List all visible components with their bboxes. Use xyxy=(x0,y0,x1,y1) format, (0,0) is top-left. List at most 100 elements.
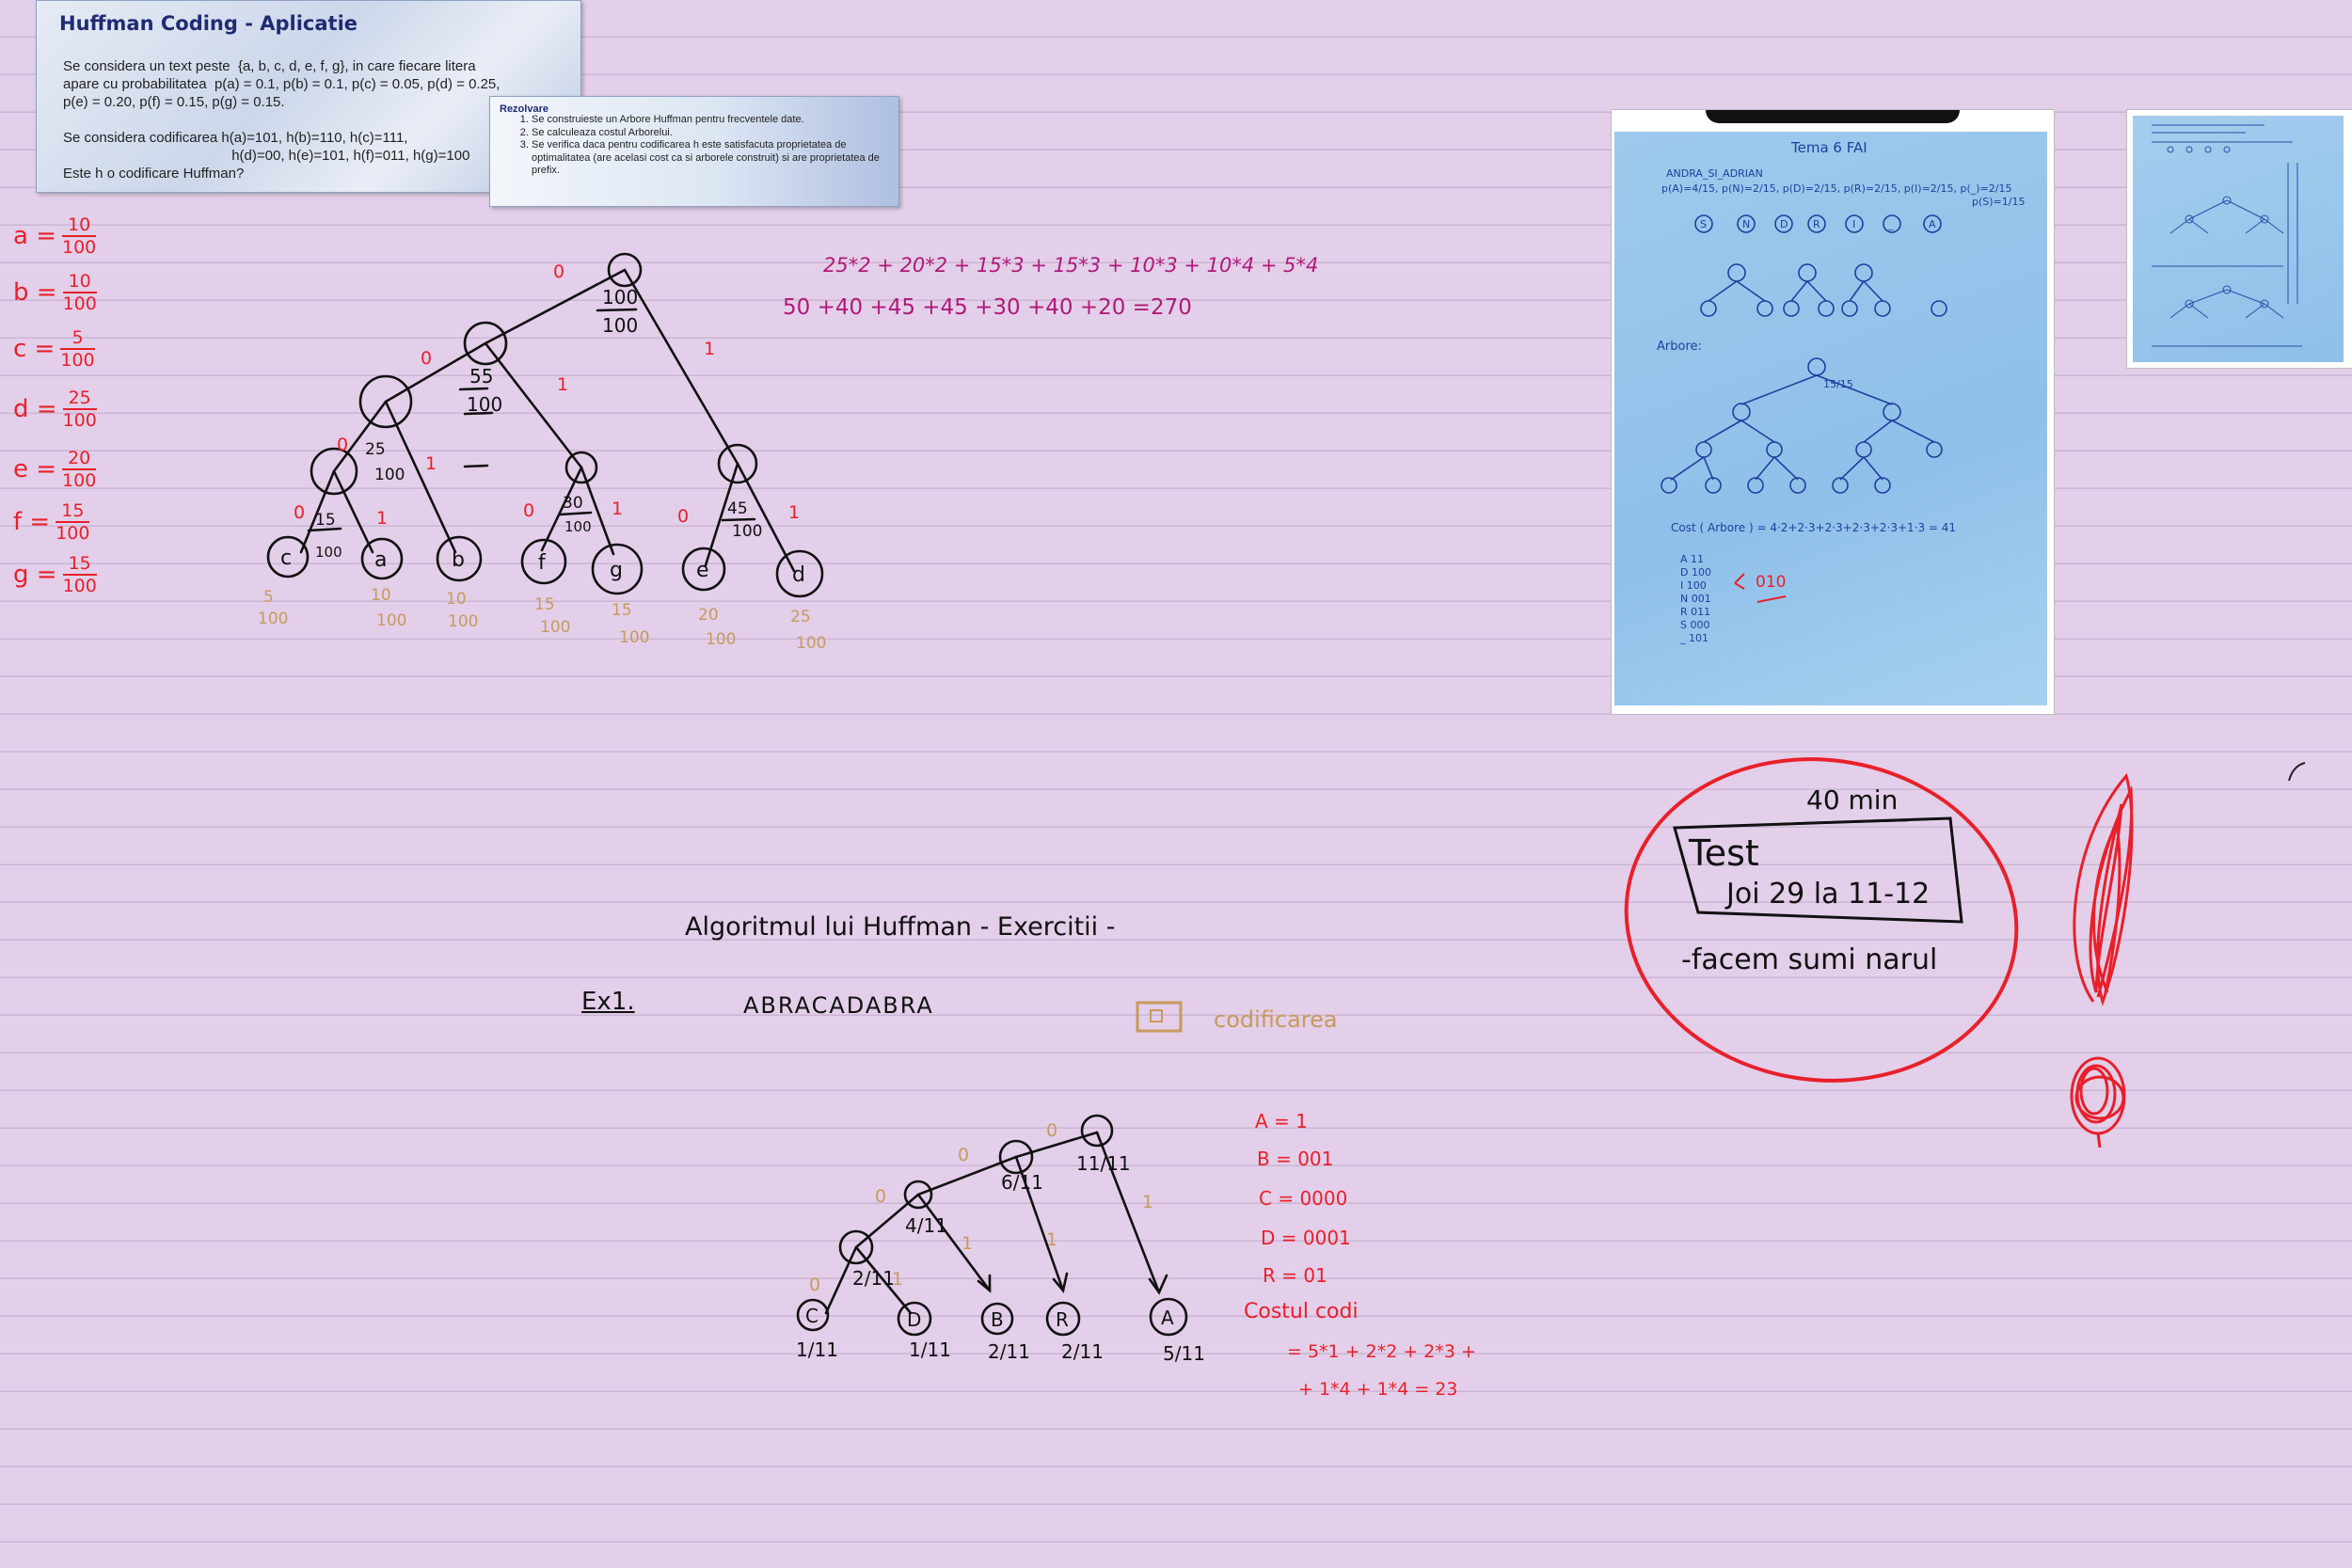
tree1-node-den: 100 xyxy=(732,522,762,541)
abracadabra-tree-diagram[interactable]: C D B R A 1/11 1/11 2/11 2/11 5/11 2/11 … xyxy=(781,1110,1270,1373)
probability-den: 100 xyxy=(56,523,90,544)
rezolvare-heading: Rezolvare xyxy=(500,103,548,115)
slide-line: Se considera un text peste {a, b, c, d, … xyxy=(63,58,476,74)
tree1-leaf-num: 15 xyxy=(612,601,632,620)
probability-letter: a = xyxy=(13,222,56,250)
tree2-node-value: 6/11 xyxy=(1001,1171,1043,1194)
tree1-cost-terms: 25*2 + 20*2 + 15*3 + 15*3 + 10*3 + 10*4 … xyxy=(823,254,1319,277)
photo-code: I 100 xyxy=(1680,579,1707,592)
tree2-edge-label: 1 xyxy=(1142,1192,1153,1212)
tree1-edge-label: 1 xyxy=(557,374,568,395)
photo-code: A 11 xyxy=(1680,553,1704,565)
test-when: Joi 29 la 11-12 xyxy=(1724,878,1930,911)
cost-line: = 5*1 + 2*2 + 2*3 + xyxy=(1287,1341,1476,1362)
tree2-edge-label: 1 xyxy=(1046,1229,1057,1250)
tree1-root-num: 100 xyxy=(602,286,638,309)
rezolvare-step: Se calculeaza costul Arborelui. xyxy=(532,127,889,140)
probability-letter: b = xyxy=(13,278,57,307)
tree1-leaf-den: 100 xyxy=(376,611,406,630)
tree1-leaf-letter: a xyxy=(374,548,387,572)
huffman-tree-diagram[interactable]: 100 100 55 100 25 100 15 100 30 100 45 1… xyxy=(226,240,1073,654)
tree1-edge-label: 1 xyxy=(788,502,800,523)
code-item: D = 0001 xyxy=(1261,1227,1351,1249)
probability-num: 25 xyxy=(62,388,97,410)
codificarea-box-icon xyxy=(1136,1001,1183,1033)
tree2-leaf-value: 1/11 xyxy=(796,1338,838,1361)
rezolvare-steps: Se construieste un Arbore Huffman pentru… xyxy=(498,114,889,178)
probability-num: 10 xyxy=(61,214,97,237)
tree1-leaf-letter: c xyxy=(280,546,292,570)
photo-code: N 001 xyxy=(1680,593,1711,605)
tree1-leaf-num: 10 xyxy=(446,590,467,609)
tree2-edge-label: 1 xyxy=(892,1269,903,1290)
homework-photo[interactable]: Tema 6 FAI ANDRA_SI_ADRIAN p(A)=4/15, p(… xyxy=(1611,109,2055,715)
tree2-leaf-letter: C xyxy=(805,1305,818,1327)
tree1-leaf-letter: g xyxy=(610,559,623,582)
tree2-node-value: 2/11 xyxy=(852,1267,895,1290)
photo-leaf-label: I xyxy=(1852,218,1855,230)
photo-leaf-label: A xyxy=(1929,218,1936,230)
photo-cost: Cost ( Arbore ) = 4·2+2·3+2·3+2·3+2·3+1·… xyxy=(1671,521,1956,534)
photo-notch xyxy=(1706,110,1960,123)
slide-rezolvare[interactable]: Rezolvare Se construieste un Arbore Huff… xyxy=(489,96,899,207)
tree1-edge-label: 1 xyxy=(704,339,715,359)
photo-root-value: 15/15 xyxy=(1823,378,1853,390)
tree1-leaf-num: 25 xyxy=(790,608,811,626)
probability-num: 20 xyxy=(62,448,97,470)
thumbnail-content xyxy=(2133,116,2344,362)
photo-code: R 011 xyxy=(1680,606,1710,618)
tree2-node-value: 11/11 xyxy=(1076,1152,1131,1175)
slide-line: h(d)=00, h(e)=101, h(f)=011, h(g)=100 xyxy=(231,148,470,164)
photo-correction: 010 xyxy=(1756,573,1786,592)
rezolvare-step: Se verifica daca pentru codificarea h es… xyxy=(532,139,889,178)
tree1-leaf-letter: b xyxy=(452,548,465,572)
tree1-leaf-num: 10 xyxy=(371,586,391,605)
cost-line: + 1*4 + 1*4 = 23 xyxy=(1298,1379,1458,1400)
probability-den: 100 xyxy=(62,576,97,596)
tree1-leaf-den: 100 xyxy=(448,612,478,631)
tree1-edge-label: 0 xyxy=(421,348,432,369)
test-reminder-note[interactable]: 40 min Test Joi 29 la 11-12 -facem sumi … xyxy=(1613,734,2056,1091)
photo-leaf-label: _ xyxy=(1887,218,1894,230)
tree1-edge-label: 0 xyxy=(677,506,689,527)
tree1-leaf-letter: d xyxy=(792,563,805,587)
tree1-leaf-den: 100 xyxy=(258,610,288,628)
tree1-leaf-den: 100 xyxy=(619,628,649,647)
tree1-edge-label: 0 xyxy=(337,435,348,455)
test-title: Test xyxy=(1688,832,1759,874)
probability-num: 15 xyxy=(56,500,90,523)
probability-den: 100 xyxy=(62,470,97,491)
slide-line: Se considera codificarea h(a)=101, h(b)=… xyxy=(63,130,408,146)
codificarea-label: codificarea xyxy=(1214,1006,1338,1033)
photo-arbore-label: Arbore: xyxy=(1657,340,1702,354)
slide-body: Se considera un text peste {a, b, c, d, … xyxy=(63,57,576,182)
exercise-heading: Algoritmul lui Huffman - Exercitii - xyxy=(685,912,1116,942)
thumbnail-photo[interactable] xyxy=(2126,109,2352,369)
probability-letter: c = xyxy=(13,335,56,363)
photo-name: ANDRA_SI_ADRIAN xyxy=(1666,167,1763,180)
tree2-edge-label: 0 xyxy=(875,1186,886,1207)
photo-leaf-label: D xyxy=(1780,218,1788,230)
probability-den: 100 xyxy=(62,410,97,431)
tree1-node-num: 15 xyxy=(315,511,336,530)
tree1-edge-label: 1 xyxy=(376,508,388,529)
tree1-edge-label: 1 xyxy=(425,453,437,474)
code-item: C = 0000 xyxy=(1259,1187,1348,1210)
code-item: B = 001 xyxy=(1257,1148,1334,1170)
exclamation-scribble-icon xyxy=(2070,772,2134,1148)
tree1-cost-sum: 50 +40 +45 +45 +30 +40 +20 =270 xyxy=(783,295,1192,320)
photo-code: _ 101 xyxy=(1679,632,1708,644)
probability-letter: f = xyxy=(13,508,51,536)
tree2-edge-label: 0 xyxy=(958,1145,969,1165)
tree2-leaf-letter: R xyxy=(1056,1308,1069,1331)
tree2-leaf-value: 2/11 xyxy=(988,1340,1030,1363)
